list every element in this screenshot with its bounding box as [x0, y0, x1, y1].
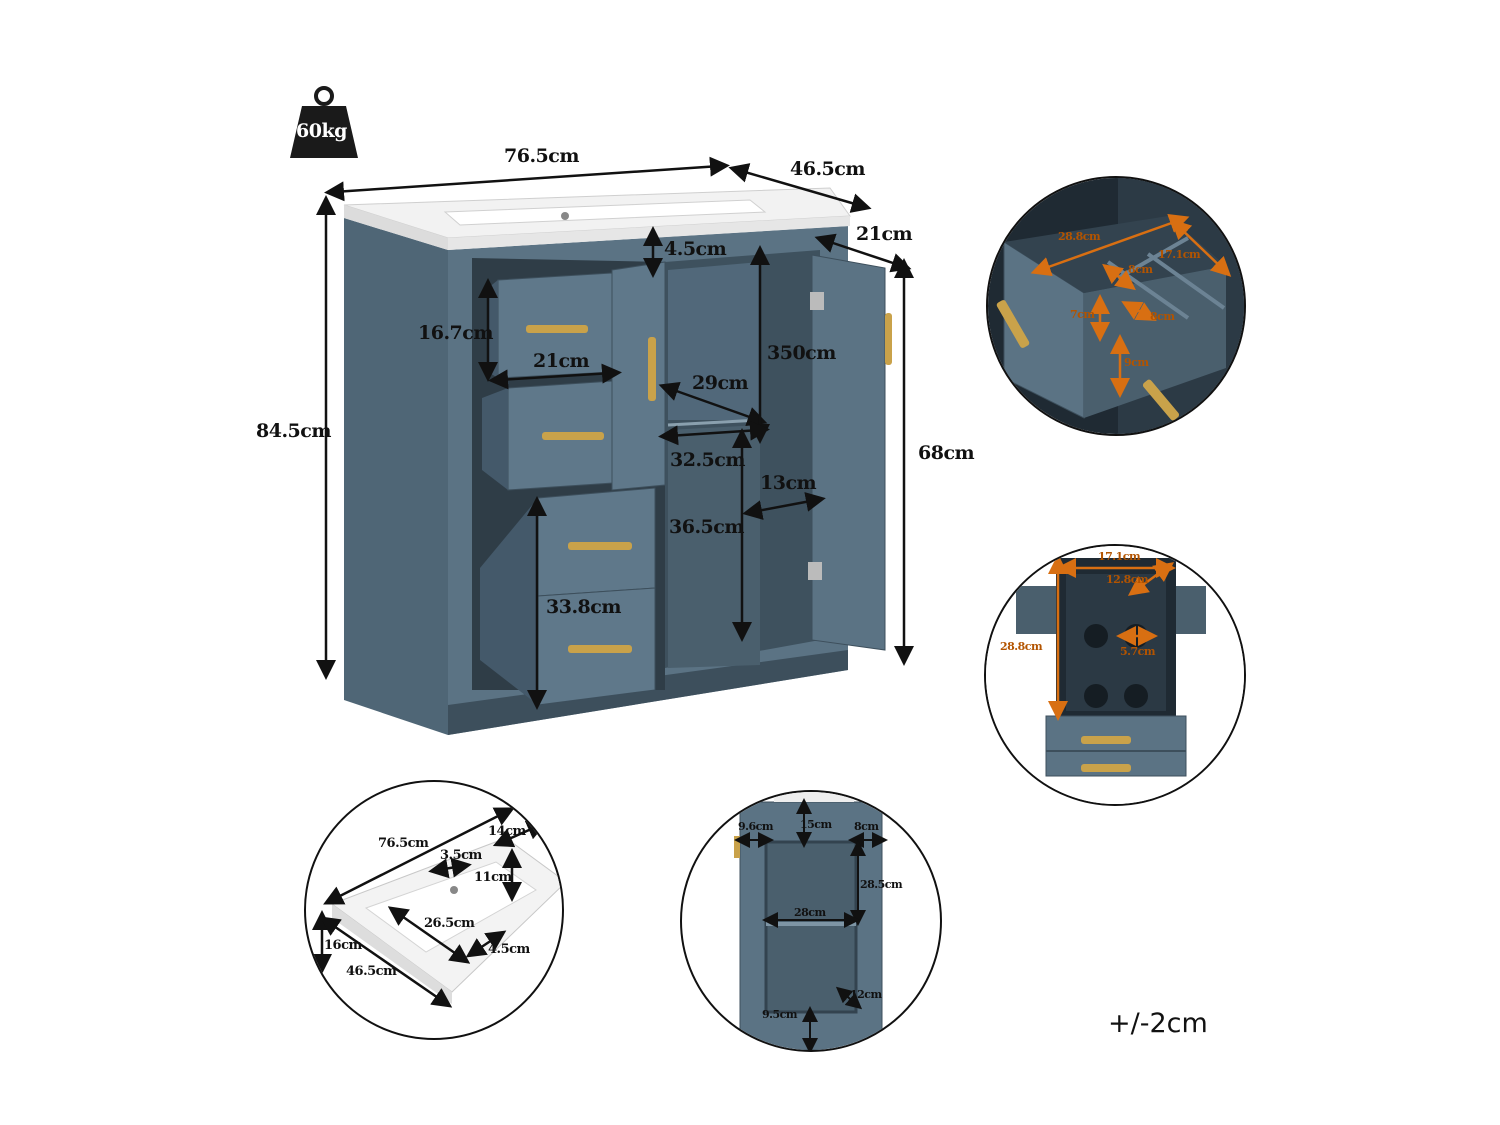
deep-drawer-detail-circle: 17.1cm 12.8cm 28.8cm 5.7cm — [984, 544, 1246, 806]
bowl-depth-label: 11cm — [474, 870, 512, 885]
hole-diameter-label: 5.7cm — [1120, 645, 1155, 658]
side-bottom-right-label: 12cm — [850, 988, 882, 1001]
depth-label: 46.5cm — [790, 158, 865, 180]
drawers — [480, 272, 656, 706]
weight-icon — [290, 86, 358, 158]
weight-badge: 60kg — [288, 86, 360, 160]
compartment-height-label: 7cm — [1070, 308, 1095, 321]
basin-detail-circle: 76.5cm 14cm 3.5cm 11cm 26.5cm 4.5cm 16cm… — [304, 780, 564, 1040]
compartment-width-label: 8cm — [1128, 263, 1153, 276]
basin-side-label: 14cm — [488, 824, 526, 839]
drawer-detail-circle: 28.8cm 17.1cm 8cm 7cm 8cm 9cm — [986, 176, 1246, 436]
shelf-depth-label: 29cm — [692, 372, 749, 394]
side-inner-height-label: 28.5cm — [860, 878, 903, 891]
deep-drawer-inner-width-label: 12.8cm — [1106, 573, 1149, 586]
open-door — [808, 254, 892, 651]
side-shelf-label: 28cm — [794, 906, 826, 919]
side-left-label: 9.6cm — [738, 820, 773, 833]
basin-width-label: 76.5cm — [378, 836, 429, 851]
drawer-depth-label: 17.1cm — [1158, 248, 1201, 261]
door-depth-label: 21cm — [856, 223, 913, 245]
drain-offset-label: 3.5cm — [440, 848, 482, 863]
tolerance-label: +/-2cm — [1108, 1008, 1208, 1039]
drawer-width-label: 28.8cm — [1058, 230, 1101, 243]
rim-label: 4.5cm — [488, 942, 530, 957]
drawer-height-label: 16.7cm — [418, 322, 493, 344]
basin-depth-label: 46.5cm — [346, 964, 397, 979]
side-right-label: 8cm — [854, 820, 879, 833]
side-top-label: 15cm — [800, 818, 832, 831]
drawer-height-label: 9cm — [1124, 356, 1149, 369]
width-label: 76.5cm — [504, 145, 579, 167]
bowl-width-label: 26.5cm — [424, 916, 475, 931]
side-width-label: 13cm — [760, 472, 817, 494]
side-detail-circle: 9.6cm 15cm 8cm 28.5cm 28cm 12cm 9.5cm — [680, 790, 942, 1052]
drawer-width-label: 21cm — [533, 350, 590, 372]
weight-label: 60kg — [296, 120, 347, 142]
dimension-arrows — [316, 156, 914, 710]
side-bottom-label: 9.5cm — [762, 1008, 797, 1021]
door-height-label: 68cm — [918, 442, 975, 464]
height-label: 84.5cm — [256, 420, 331, 442]
lower-drawer-height-label: 33.8cm — [546, 596, 621, 618]
deep-drawer-width-label: 17.1cm — [1098, 550, 1141, 563]
top-thickness-label: 4.5cm — [664, 238, 727, 260]
basin-thickness-label: 16cm — [324, 938, 362, 953]
shelf-width-label: 32.5cm — [670, 449, 745, 471]
compartment-depth-label: 8cm — [1150, 310, 1175, 323]
deep-drawer-depth-label: 28.8cm — [1000, 640, 1043, 653]
inner-height-upper-label: 350cm — [767, 342, 836, 364]
inner-height-lower-label: 36.5cm — [669, 516, 744, 538]
